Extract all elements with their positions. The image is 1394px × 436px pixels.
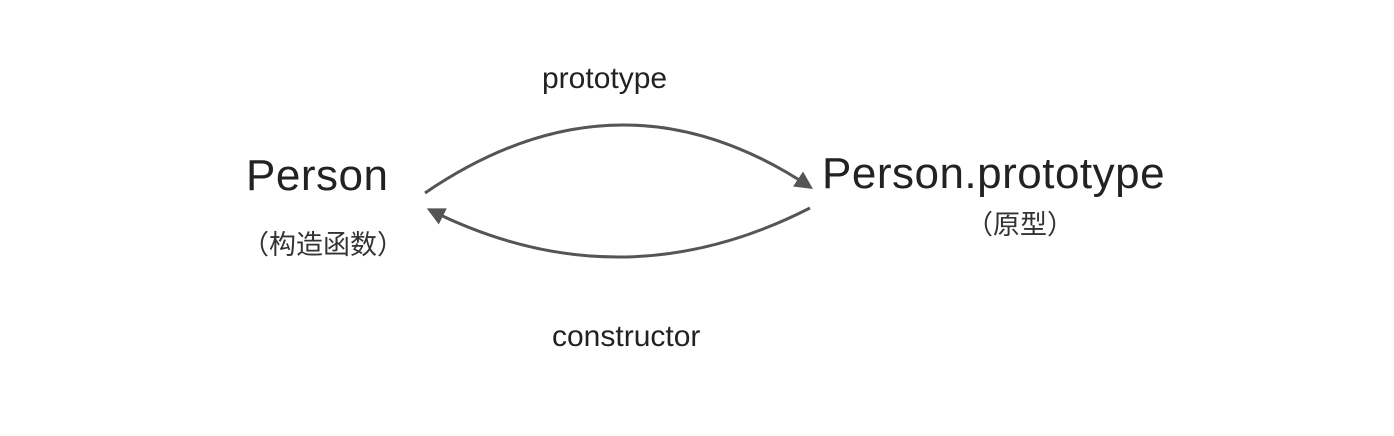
constructor-edge-label: constructor (552, 320, 701, 353)
prototype-edge-label: prototype (542, 62, 668, 95)
person-node-subtitle: （构造函数） (242, 230, 404, 261)
constructor-arrow (426, 206, 811, 259)
prototype-node-title: Person.prototype (822, 149, 1166, 198)
person-node-title: Person (246, 151, 389, 200)
prototype-arrow (424, 123, 813, 195)
prototype-node-subtitle: （原型） (966, 210, 1074, 241)
